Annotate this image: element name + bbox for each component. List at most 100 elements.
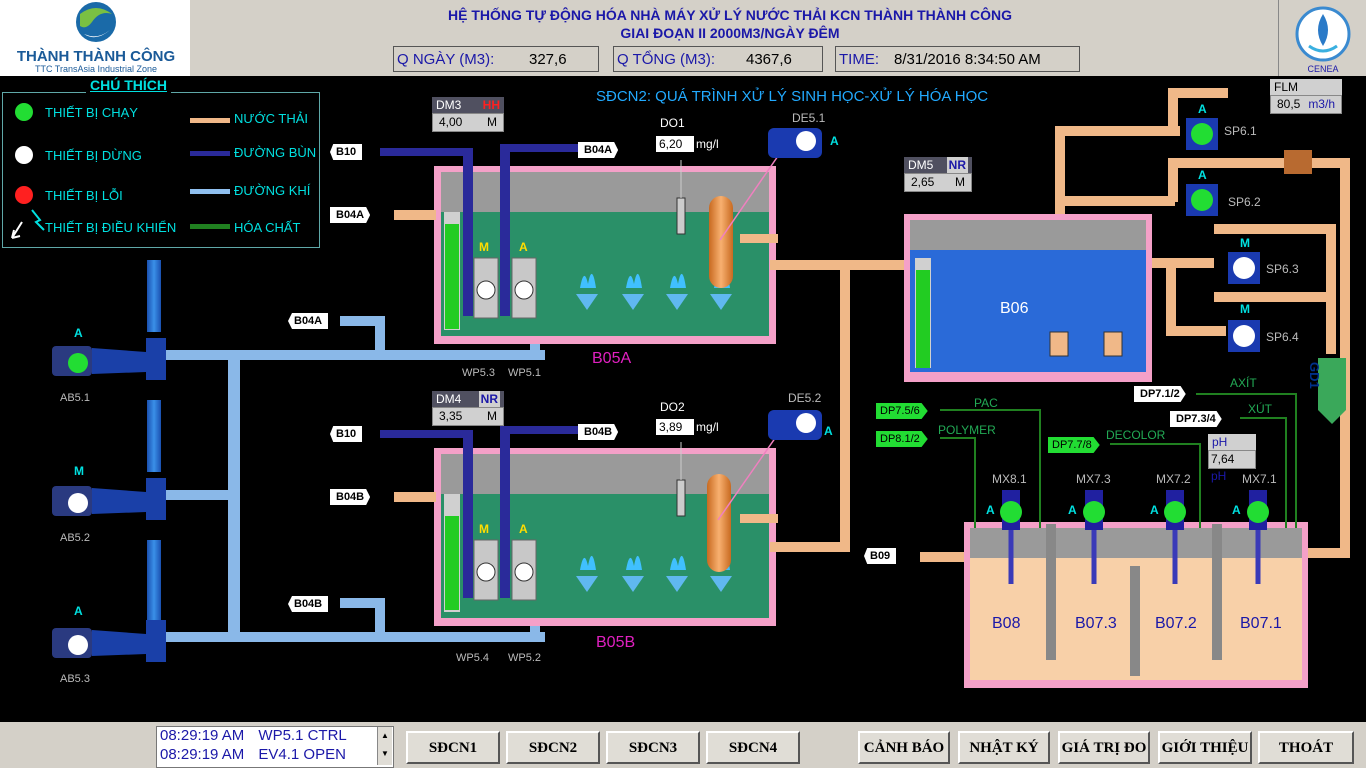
do2-value: 3,89 xyxy=(656,419,694,435)
alarm-scrollbar[interactable]: ▲ ▼ xyxy=(377,727,392,765)
dm5-name: DM5 xyxy=(908,158,934,172)
ab52-label[interactable]: AB5.2 xyxy=(60,532,90,544)
values-button[interactable]: GIÁ TRỊ ĐO xyxy=(1058,731,1150,764)
wp51-label[interactable]: WP5.1 xyxy=(508,367,542,379)
scroll-down-icon[interactable]: ▼ xyxy=(381,749,389,758)
wp53-label[interactable]: WP5.3 xyxy=(462,367,496,379)
tag-b10-b[interactable]: B10 xyxy=(330,426,363,442)
tank-b06 xyxy=(904,214,1152,382)
tank-b07-b08 xyxy=(964,522,1308,688)
nav-sdcn1-button[interactable]: SĐCN1 xyxy=(406,731,500,764)
mx81-mode: A xyxy=(986,503,995,517)
scroll-up-icon[interactable]: ▲ xyxy=(381,731,389,740)
gd1-tag xyxy=(1318,358,1346,424)
dosing-pac: PAC xyxy=(974,396,998,410)
tag-b04a-top[interactable]: B04A xyxy=(578,142,619,158)
tag-b04a-in[interactable]: B04A xyxy=(330,207,371,223)
q-total-label: Q TỔNG (M3): xyxy=(617,51,716,68)
meter-dm5: DM5 NR 2,65 M xyxy=(904,157,972,192)
flm-valve xyxy=(1284,150,1312,174)
alarm-time: 08:29:19 AM xyxy=(160,746,245,763)
blower-risers xyxy=(147,260,161,632)
diagram-subtitle: SĐCN2: QUÁ TRÌNH XỬ LÝ SINH HỌC-XỬ LÝ HÓ… xyxy=(596,88,989,105)
dosing-dp734[interactable]: DP7.3/4 xyxy=(1170,411,1222,427)
cenea-label: CENEA xyxy=(1307,64,1339,74)
dosing-dp778[interactable]: DP7.7/8 xyxy=(1048,437,1100,453)
dosing-dp812[interactable]: DP8.1/2 xyxy=(876,431,928,447)
mx81-label[interactable]: MX8.1 xyxy=(992,472,1027,486)
de51-label[interactable]: DE5.1 xyxy=(792,111,826,125)
cenea-logo: CENEA xyxy=(1278,0,1366,76)
ab51-label[interactable]: AB5.1 xyxy=(60,392,90,404)
ab53-label[interactable]: AB5.3 xyxy=(60,673,90,685)
sp64-label[interactable]: SP6.4 xyxy=(1266,330,1299,344)
settler-b05a xyxy=(709,196,733,288)
legend-wastewater: NƯỚC THẢI xyxy=(234,111,309,126)
stopped-icon xyxy=(15,146,33,164)
dm4-name: DM4 xyxy=(436,392,462,406)
flm-value: 80,5 xyxy=(1277,97,1301,111)
wp51-mode: A xyxy=(519,240,528,254)
tag-b04b-top[interactable]: B04B xyxy=(578,424,619,440)
tank-b05a-label: B05A xyxy=(592,350,632,367)
tank-b072-label: B07.2 xyxy=(1155,615,1197,632)
running-icon xyxy=(15,103,33,121)
sp-pumps xyxy=(1186,118,1260,352)
alarm-row: 08:29:19 AM EV4.1 OPEN xyxy=(157,746,393,765)
mx71-mode: A xyxy=(1232,503,1241,517)
sp63-label[interactable]: SP6.3 xyxy=(1266,262,1299,276)
sp64-mode: M xyxy=(1240,302,1250,316)
about-button[interactable]: GIỚI THIỆU xyxy=(1158,731,1252,764)
company-logo: THÀNH THÀNH CÔNG TTC TransAsia Industria… xyxy=(0,0,190,76)
wp52-mode: A xyxy=(519,522,528,536)
tag-b04b-in[interactable]: B04B xyxy=(330,489,371,505)
gd1-label[interactable]: GD1 xyxy=(1307,362,1322,389)
dosing-decolor: DECOLOR xyxy=(1106,428,1166,442)
alarm-button[interactable]: CẢNH BÁO xyxy=(858,731,950,764)
nav-sdcn2-button[interactable]: SĐCN2 xyxy=(506,731,600,764)
meter-dm3: DM3 HH 4,00 M xyxy=(432,97,504,132)
sp61-label[interactable]: SP6.1 xyxy=(1224,124,1257,138)
log-button[interactable]: NHẬT KÝ xyxy=(958,731,1050,764)
wp54-label[interactable]: WP5.4 xyxy=(456,652,490,664)
flm-unit: m3/h xyxy=(1308,97,1335,111)
q-day-label: Q NGÀY (M3): xyxy=(397,51,495,68)
mx71-label[interactable]: MX7.1 xyxy=(1242,472,1277,486)
mixer-status xyxy=(1000,501,1269,523)
chemical-lines xyxy=(940,393,1297,528)
page-subtitle: GIAI ĐOẠN II 2000M3/NGÀY ĐÊM xyxy=(620,25,840,41)
mx72-label[interactable]: MX7.2 xyxy=(1156,472,1191,486)
air-diffusers xyxy=(576,294,732,592)
control-icon xyxy=(11,221,23,239)
dm5-status: NR xyxy=(946,157,968,173)
exit-button[interactable]: THOÁT xyxy=(1258,731,1354,764)
tag-b09[interactable]: B09 xyxy=(864,548,897,564)
tag-b04a-pipe[interactable]: B04A xyxy=(288,313,329,329)
time-box: TIME: 8/31/2016 8:34:50 AM xyxy=(835,46,1080,72)
meter-flm: FLM 80,5 m3/h xyxy=(1270,79,1342,114)
nav-sdcn4-button[interactable]: SĐCN4 xyxy=(706,731,800,764)
mx72-mode: A xyxy=(1150,503,1159,517)
sp61-mode: A xyxy=(1198,102,1207,116)
nav-sdcn3-button[interactable]: SĐCN3 xyxy=(606,731,700,764)
mx73-mode: A xyxy=(1068,503,1077,517)
time-value: 8/31/2016 8:34:50 AM xyxy=(894,51,1041,68)
de52-label[interactable]: DE5.2 xyxy=(788,391,822,405)
dm3-value: 4,00 xyxy=(439,115,463,129)
sp62-label[interactable]: SP6.2 xyxy=(1228,195,1261,209)
legend-symbols xyxy=(11,103,230,239)
dosing-dp712[interactable]: DP7.1/2 xyxy=(1134,386,1186,402)
alarm-list[interactable]: 08:29:19 AM WP5.1 CTRL 08:29:19 AM EV4.1… xyxy=(156,726,394,768)
mx73-label[interactable]: MX7.3 xyxy=(1076,472,1111,486)
ph-value: 7,64 xyxy=(1211,452,1235,466)
wp52-label[interactable]: WP5.2 xyxy=(508,652,542,664)
tank-b071-label: B07.1 xyxy=(1240,615,1282,632)
dosing-dp756[interactable]: DP7.5/6 xyxy=(876,403,928,419)
tag-b04b-pipe[interactable]: B04B xyxy=(288,596,329,612)
legend-sludge: ĐƯỜNG BÙN xyxy=(234,145,317,160)
sp62-mode: A xyxy=(1198,168,1207,182)
tag-b10-a[interactable]: B10 xyxy=(330,144,363,160)
fault-icon xyxy=(15,186,33,204)
sludge-pipes xyxy=(380,144,580,598)
do1-label: DO1 xyxy=(660,116,685,130)
